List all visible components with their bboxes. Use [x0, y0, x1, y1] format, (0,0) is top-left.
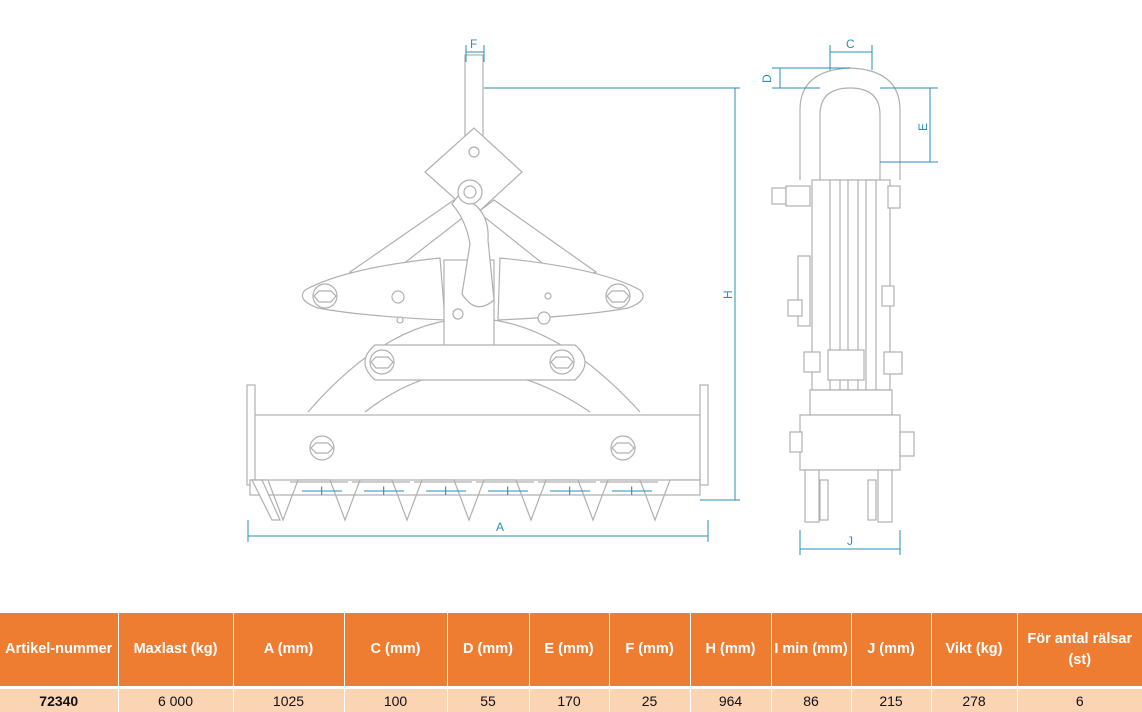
cell-f: 25 — [608, 686, 690, 712]
cell-c: 100 — [343, 686, 447, 712]
col-header-e: E (mm) — [528, 613, 609, 688]
cell-max-load: 6 000 — [117, 686, 233, 712]
col-header-d: D (mm) — [446, 613, 529, 688]
cell-weight: 278 — [930, 686, 1017, 712]
dim-label-i: I — [444, 484, 447, 498]
cell-rail-count: 6 — [1016, 686, 1142, 712]
col-header-a: A (mm) — [232, 613, 344, 688]
dim-label-j: J — [847, 534, 853, 548]
col-header-article-number: Artikel-nummer — [0, 613, 118, 688]
col-header-h: H (mm) — [689, 613, 771, 688]
dim-label-i: I — [506, 484, 509, 498]
dim-label-i: I — [320, 484, 323, 498]
col-header-j: J (mm) — [850, 613, 931, 688]
technical-drawing: F A C D E H J I I I I I I — [246, 37, 938, 555]
cell-j: 215 — [850, 686, 931, 712]
cell-a: 1025 — [232, 686, 344, 712]
table-header-row: Artikel-nummer Maxlast (kg) A (mm) C (mm… — [0, 613, 1142, 688]
specification-table: Artikel-nummer Maxlast (kg) A (mm) C (mm… — [0, 613, 1142, 712]
dimension-labels: F A C D E H J I I I I I I — [320, 37, 930, 548]
dim-label-i: I — [568, 484, 571, 498]
dim-label-c: C — [846, 37, 855, 51]
cell-e: 170 — [528, 686, 609, 712]
cell-article-number: 72340 — [0, 686, 118, 712]
col-header-weight: Vikt (kg) — [930, 613, 1017, 688]
dim-label-f: F — [470, 37, 477, 51]
dimension-lines — [247, 45, 938, 555]
dim-label-a: A — [496, 520, 504, 534]
cell-i-min: 86 — [770, 686, 851, 712]
cell-d: 55 — [446, 686, 529, 712]
col-header-max-load: Maxlast (kg) — [117, 613, 233, 688]
col-header-rail-count: För antal rälsar (st) — [1016, 613, 1142, 688]
table-row: 72340 6 000 1025 100 55 170 25 964 86 21… — [0, 686, 1142, 712]
cell-h: 964 — [689, 686, 771, 712]
dim-label-i: I — [382, 484, 385, 498]
dim-label-e: E — [916, 123, 930, 131]
dim-label-i: I — [630, 484, 633, 498]
dim-label-d: D — [760, 74, 774, 83]
side-view — [771, 67, 915, 523]
col-header-f: F (mm) — [608, 613, 690, 688]
dim-label-h: H — [721, 290, 735, 299]
col-header-i-min: I min (mm) — [770, 613, 851, 688]
col-header-c: C (mm) — [343, 613, 447, 688]
front-view — [246, 54, 709, 522]
